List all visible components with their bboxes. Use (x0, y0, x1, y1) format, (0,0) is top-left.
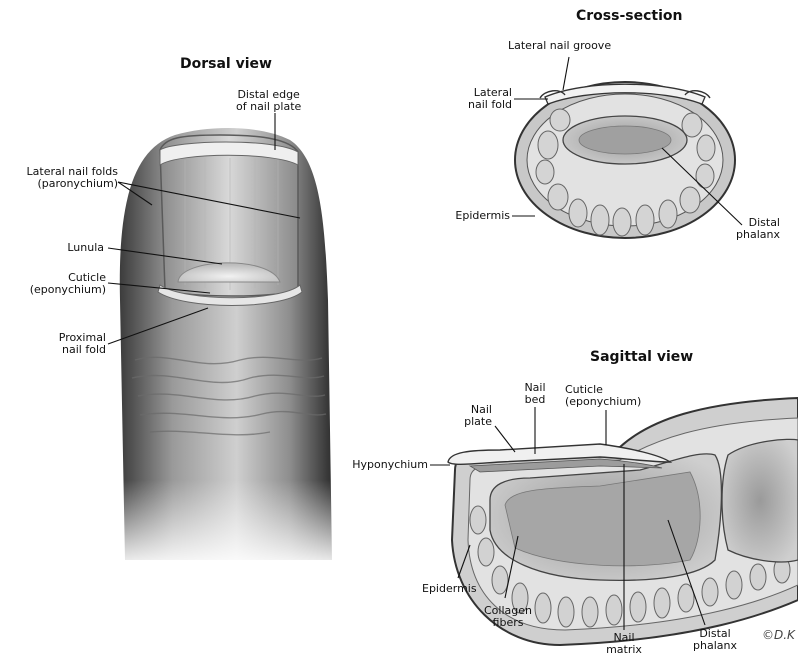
label-nail-plate: Nail plate (440, 404, 492, 428)
label-cuticle-dorsal: Cuticle (eponychium) (8, 272, 106, 296)
cross-section-drawing (515, 82, 735, 238)
label-collagen-fibers: Collagen fibers (478, 605, 538, 629)
label-proximal-nail-fold: Proximal nail fold (8, 332, 106, 356)
label-sagittal-epidermis: Epidermis (422, 583, 477, 595)
sagittal-middle-phalanx (722, 439, 798, 562)
label-nail-bed: Nail bed (515, 382, 555, 406)
label-cross-epidermis: Epidermis (430, 210, 510, 222)
cross-section-title: Cross-section (576, 8, 682, 24)
label-distal-edge: Distal edge of nail plate (236, 89, 301, 113)
label-cross-distal-phalanx: Distal phalanx (720, 217, 780, 241)
label-nail-matrix: Nail matrix (600, 632, 648, 656)
label-hyponychium: Hyponychium (330, 459, 428, 471)
label-lunula: Lunula (8, 242, 104, 254)
label-lateral-nail-folds: Lateral nail folds (paronychium) (8, 166, 118, 190)
dorsal-finger (110, 128, 350, 570)
label-sagittal-distal-phalanx: Distal phalanx (690, 628, 740, 652)
dorsal-view-title: Dorsal view (180, 56, 272, 72)
credit-mark: ©D.K (762, 628, 795, 642)
sagittal-view-title: Sagittal view (590, 349, 693, 365)
label-lateral-nail-fold: Lateral nail fold (440, 87, 512, 111)
label-cuticle-sagittal: Cuticle (eponychium) (565, 384, 641, 408)
label-lateral-nail-groove: Lateral nail groove (508, 40, 611, 52)
